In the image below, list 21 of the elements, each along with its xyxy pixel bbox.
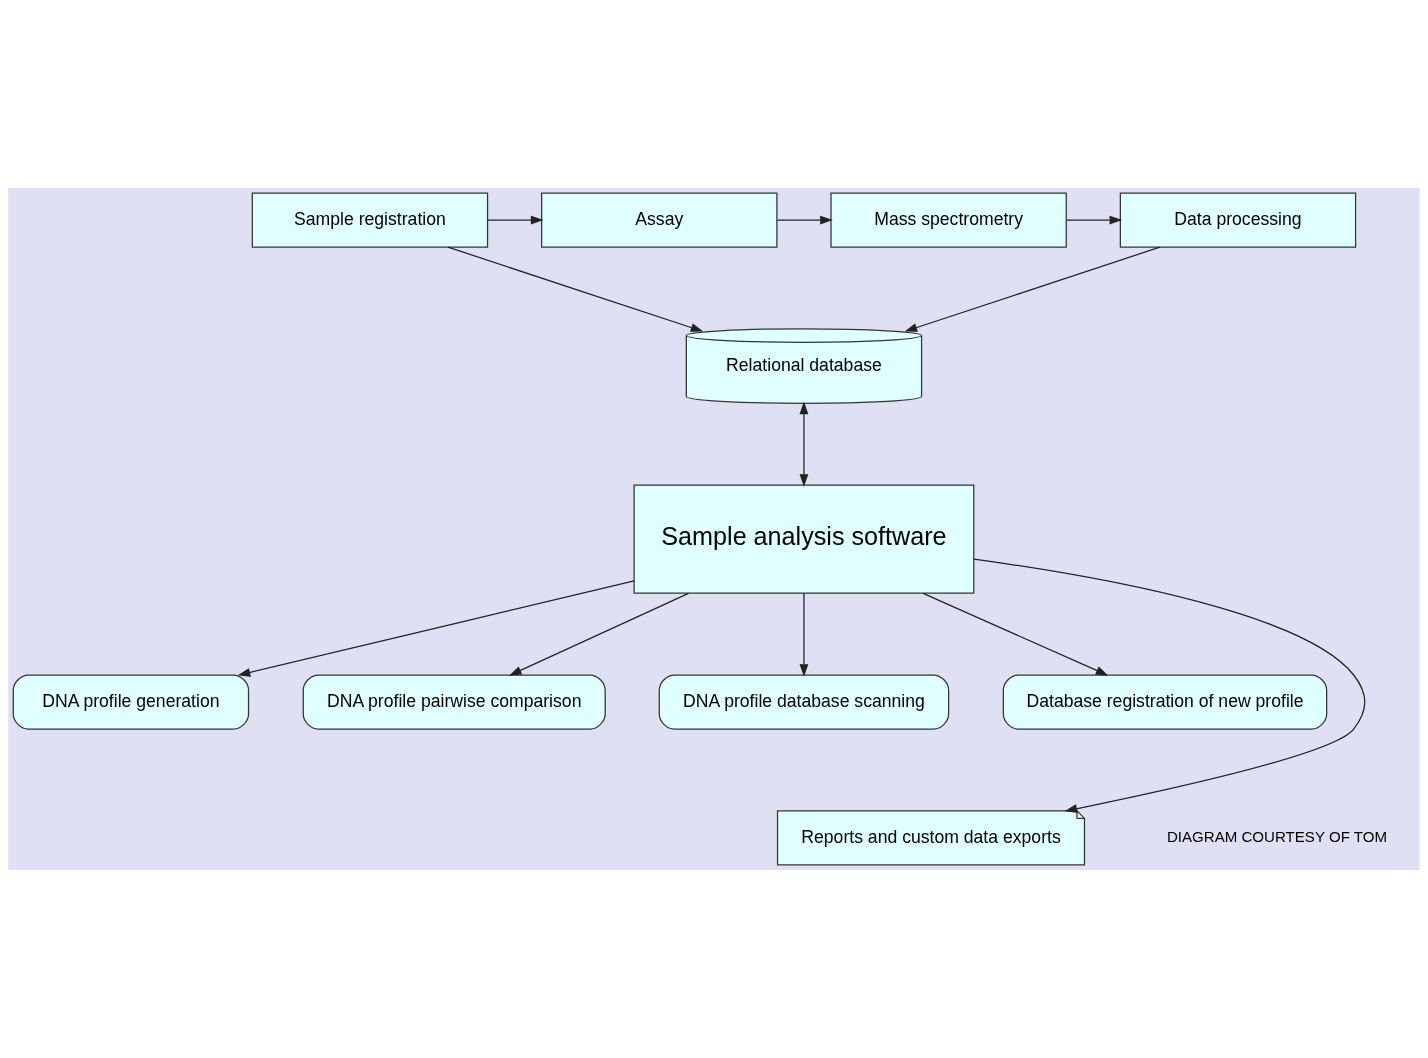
node-box: Assay xyxy=(541,192,778,248)
arrow xyxy=(1066,215,1123,225)
node-box: Database registration of new profile xyxy=(1002,674,1328,730)
arrow xyxy=(973,558,1366,813)
arrow xyxy=(509,592,690,676)
node-box: Data processing xyxy=(1119,192,1357,248)
node-box: DNA profile pairwise comparison xyxy=(302,674,606,730)
node-box: Mass spectrometry xyxy=(830,192,1067,248)
arrow xyxy=(776,215,833,225)
arrow xyxy=(799,592,809,677)
arrow xyxy=(237,580,635,677)
node-box: Sample analysis software xyxy=(633,484,975,594)
arrow xyxy=(799,401,809,487)
arrow xyxy=(904,246,1161,332)
arrow xyxy=(922,592,1109,676)
arrow xyxy=(447,246,704,332)
arrow xyxy=(487,215,544,225)
node-box: DNA profile database scanning xyxy=(658,674,950,730)
label: DIAGRAM COURTESY OF TOM xyxy=(1166,827,1387,845)
node-box: Sample registration xyxy=(251,192,489,248)
node-box: DNA profile generation xyxy=(12,674,250,730)
